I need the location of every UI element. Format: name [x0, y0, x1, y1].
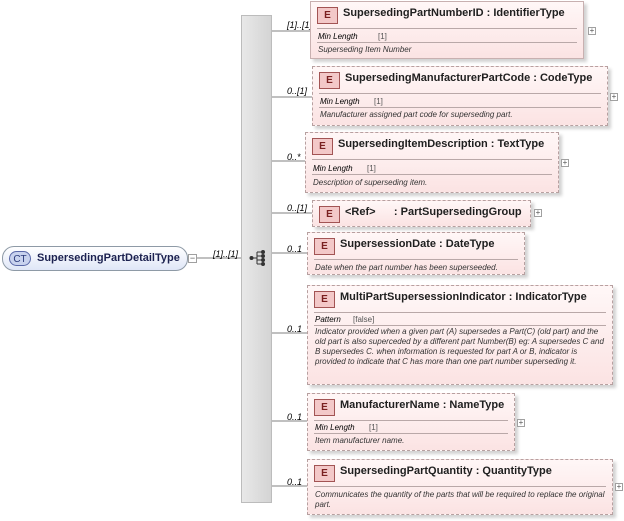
- facet-key: Min Length: [315, 423, 355, 432]
- separator: [314, 259, 518, 260]
- element-superseding-part-number-id[interactable]: E SupersedingPartNumberID : IdentifierTy…: [310, 1, 584, 59]
- element-superseding-part-quantity[interactable]: E SupersedingPartQuantity : QuantityType…: [307, 459, 613, 515]
- element-title: SupersedingItemDescription : TextType: [338, 138, 545, 150]
- separator: [314, 325, 606, 326]
- facet-key: Pattern: [315, 315, 341, 324]
- expand-toggle[interactable]: +: [615, 482, 623, 491]
- element-description: Communicates the quantity of the parts t…: [315, 490, 605, 509]
- facet-value: [1]: [367, 164, 376, 173]
- element-badge: E: [312, 138, 333, 155]
- element-multiplicity: 0..1: [287, 477, 303, 487]
- separator: [317, 28, 577, 29]
- complex-type-node[interactable]: CT SupersedingPartDetailType: [2, 246, 188, 271]
- element-multiplicity: 0..*: [287, 152, 301, 162]
- element-multiplicity: [1]..[1]: [287, 20, 313, 30]
- separator: [319, 93, 601, 94]
- element-badge: E: [314, 238, 335, 255]
- facet-key: Min Length: [318, 32, 358, 41]
- element-description: Indicator provided when a given part (A)…: [315, 327, 604, 366]
- element-multiplicity: 0..[1]: [287, 86, 308, 96]
- facet-value: [false]: [353, 315, 375, 324]
- element-badge: E: [314, 399, 335, 416]
- element-badge: E: [314, 465, 335, 482]
- element-multiplicity: 0..1: [287, 412, 303, 422]
- separator: [312, 159, 552, 160]
- complex-type-badge: CT: [9, 251, 31, 266]
- facet-value: [1]: [369, 423, 378, 432]
- element-superseding-manufacturer-part-code[interactable]: E SupersedingManufacturerPartCode : Code…: [312, 66, 608, 126]
- facet-value: [1]: [378, 32, 387, 41]
- element-title: SupersedingManufacturerPartCode : CodeTy…: [345, 72, 593, 84]
- separator: [312, 174, 552, 175]
- complex-type-name: SupersedingPartDetailType: [37, 252, 180, 264]
- expand-toggle[interactable]: +: [534, 208, 542, 217]
- element-description: Manufacturer assigned part code for supe…: [320, 110, 513, 119]
- element-badge: E: [319, 72, 340, 89]
- sequence-icon: [249, 250, 265, 266]
- element-description: Superseding Item Number: [318, 45, 412, 54]
- element-title: SupersedingPartQuantity : QuantityType: [340, 465, 552, 477]
- separator: [317, 42, 577, 43]
- expand-toggle[interactable]: +: [517, 418, 525, 427]
- separator: [314, 486, 606, 487]
- root-multiplicity: [1]..[1]: [213, 249, 239, 259]
- expand-toggle[interactable]: +: [561, 158, 569, 167]
- element-title: ManufacturerName : NameType: [340, 399, 505, 411]
- element-multiplicity: 0..1: [287, 244, 303, 254]
- element-ref-part-superseding-group[interactable]: E <Ref> : PartSupersedingGroup: [312, 200, 531, 227]
- element-description: Date when the part number has been super…: [315, 263, 498, 272]
- collapse-toggle[interactable]: −: [188, 253, 197, 263]
- element-badge: E: [314, 291, 335, 308]
- facet-key: Min Length: [313, 164, 353, 173]
- element-title: SupersessionDate : DateType: [340, 238, 495, 250]
- separator: [319, 107, 601, 108]
- element-description: Description of superseding item.: [313, 178, 428, 187]
- element-multiplicity: 0..1: [287, 324, 303, 334]
- separator: [314, 433, 508, 434]
- element-superseding-item-description[interactable]: E SupersedingItemDescription : TextType …: [305, 132, 559, 193]
- element-badge: E: [319, 206, 340, 223]
- element-badge: E: [317, 7, 338, 24]
- element-title: <Ref> : PartSupersedingGroup: [345, 206, 522, 218]
- element-title: SupersedingPartNumberID : IdentifierType: [343, 7, 565, 19]
- element-manufacturer-name[interactable]: E ManufacturerName : NameType Min Length…: [307, 393, 515, 451]
- element-supersession-date[interactable]: E SupersessionDate : DateType Date when …: [307, 232, 525, 275]
- element-multi-part-supersession-indicator[interactable]: E MultiPartSupersessionIndicator : Indic…: [307, 285, 613, 385]
- element-description: Item manufacturer name.: [315, 436, 405, 445]
- expand-toggle[interactable]: +: [610, 92, 618, 101]
- separator: [314, 420, 508, 421]
- facet-key: Min Length: [320, 97, 360, 106]
- facet-value: [1]: [374, 97, 383, 106]
- sequence-compositor: [241, 15, 272, 503]
- element-title: MultiPartSupersessionIndicator : Indicat…: [340, 291, 587, 303]
- expand-toggle[interactable]: +: [588, 26, 596, 35]
- element-multiplicity: 0..[1]: [287, 203, 308, 213]
- separator: [314, 312, 606, 313]
